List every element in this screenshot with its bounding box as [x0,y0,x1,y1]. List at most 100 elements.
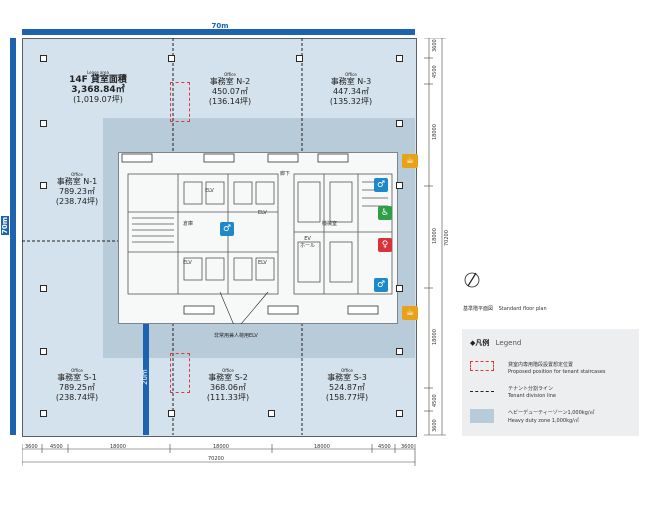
legend-heavy-jp: ヘビーデューティーゾーン1,000kg/㎡ [508,410,595,416]
pillar [40,410,47,417]
right-dim-3: 18000 [432,228,438,244]
tenant-division-lines [22,38,303,435]
office-n2-label: Office 事務室 N-2 450.07㎡ (136.14坪) [195,72,265,107]
pillar [40,285,47,292]
ev-hall-label: EV ホール [300,236,316,249]
bottom-dim-4: 18000 [314,444,330,450]
accessible-wc-icon: ♿ [378,206,392,220]
office-s1-tsubo: (238.74坪) [55,393,99,402]
office-n1-area: 789.23㎡ [59,187,95,196]
bottom-dim-3: 18000 [213,444,229,450]
elv-label-2: ELV [258,210,267,216]
office-s3-tsubo: (158.77坪) [325,393,369,402]
legend-line-swatch [470,391,494,392]
office-s3-name: 事務室 S-3 [327,373,367,382]
legend-line-en: Tenant division line [508,393,556,399]
elv-label-3: ELV [183,260,192,266]
office-s3-area: 524.87㎡ [329,383,365,392]
lease-area-small: Lease area [87,70,109,75]
office-n3-name: 事務室 N-3 [330,77,372,86]
right-dim-6: 3600 [432,419,438,432]
office-s1-small: Office [71,368,83,373]
bottom-dim-0: 3600 [25,444,38,450]
bottom-dim-6: 3600 [401,444,414,450]
emergency-elv-label: 非常用兼人荷用ELV [214,333,258,339]
legend-heading-en: Legend [495,339,522,347]
office-s1-area: 789.25㎡ [59,383,95,392]
span-20m-bar [143,320,149,435]
right-dim-4: 18000 [432,329,438,345]
pillar [396,410,403,417]
office-n3-label: Office 事務室 N-3 447.34㎡ (135.32坪) [316,72,386,107]
pillar [396,120,403,127]
office-s2-tsubo: (111.33坪) [206,393,250,402]
legend-stair-en: Proposed position for tenant staircases [508,369,606,375]
legend-stair-jp: 貸室内専用階段設置想定位置 [508,362,574,368]
office-n2-tsubo: (136.14坪) [208,97,252,106]
office-s2-label: Office 事務室 S-2 368.06㎡ (111.33坪) [193,368,263,403]
legend-line-jp: テナント分割ライン [508,386,554,392]
office-s3-label: Office 事務室 S-3 524.87㎡ (158.77坪) [312,368,382,403]
pillar [396,55,403,62]
office-n3-tsubo: (135.32坪) [329,97,373,106]
office-s1-label: Office 事務室 S-1 789.25㎡ (238.74坪) [42,368,112,403]
bottom-dim-2: 18000 [110,444,126,450]
office-s2-area: 368.06㎡ [210,383,246,392]
lease-area-label: Lease area 14F 貸室面積 3,368.84㎡ (1,019.07坪… [52,70,144,105]
left-dimension-label: 70m [1,215,9,235]
office-s3-small: Office [341,368,353,373]
lease-area-tsubo: (1,019.07坪) [73,95,123,104]
wc-female-icon: ♀ [378,238,392,252]
cafe-icon: ☕ [402,154,418,168]
legend-stair-swatch [470,361,494,371]
pillar [40,120,47,127]
bottom-dim-1: 4500 [50,444,63,450]
corridor-label: 廊下 [280,171,291,177]
legend-heading: ◆凡例 Legend [470,338,521,348]
office-s2-name: 事務室 S-2 [208,373,248,382]
pillar [396,285,403,292]
bottom-dimension-lines [22,444,416,466]
plan-title-jp: 基準階平面図 [463,306,494,312]
plan-title: 基準階平面図 Standard floor plan [463,305,547,312]
office-s1-name: 事務室 S-1 [57,373,97,382]
legend-heading-jp: ◆凡例 [470,339,490,347]
office-n1-name: 事務室 N-1 [56,177,98,186]
bottom-total: 70200 [208,456,224,462]
right-total: 70200 [444,230,450,246]
top-dimension-label: 70m [211,22,229,30]
right-dim-0: 3600 [432,39,438,52]
wc-male-icon-2: ♂ [374,278,388,292]
pillar [168,55,175,62]
pillar [296,55,303,62]
lease-area-title: 14F 貸室面積 [69,75,127,85]
top-dimension-bar [22,29,415,35]
office-n2-small: Office [224,72,236,77]
wc-male-icon: ♂ [374,178,388,192]
pillar [168,410,175,417]
left-dimension-bar [10,38,16,435]
office-n3-small: Office [345,72,357,77]
stair-position-s2 [170,353,190,393]
pillar [396,182,403,189]
pillar [40,55,47,62]
right-dimension-lines [424,38,446,436]
plan-title-en: Standard floor plan [498,306,547,312]
core-drawing [121,153,393,324]
office-n3-area: 447.34㎡ [333,87,369,96]
office-n1-label: Office 事務室 N-1 789.23㎡ (238.74坪) [42,172,112,207]
office-n1-tsubo: (238.74坪) [55,197,99,206]
legend-heavy-swatch [470,409,494,423]
machine-room-label: 機械室 [322,221,338,227]
cafe-icon-2: ☕ [402,306,418,320]
office-n1-small: Office [71,172,83,177]
pillar [268,410,275,417]
pillar [40,348,47,355]
restroom-icon: ♂ [220,222,234,236]
legend-heavy-en: Heavy duty zone 1,000kg/㎡ [508,418,579,424]
storage-label: 倉庫 [183,221,194,227]
office-s2-small: Office [222,368,234,373]
pillar [40,182,47,189]
north-arrow-icon [464,272,480,288]
right-dim-2: 18000 [432,124,438,140]
